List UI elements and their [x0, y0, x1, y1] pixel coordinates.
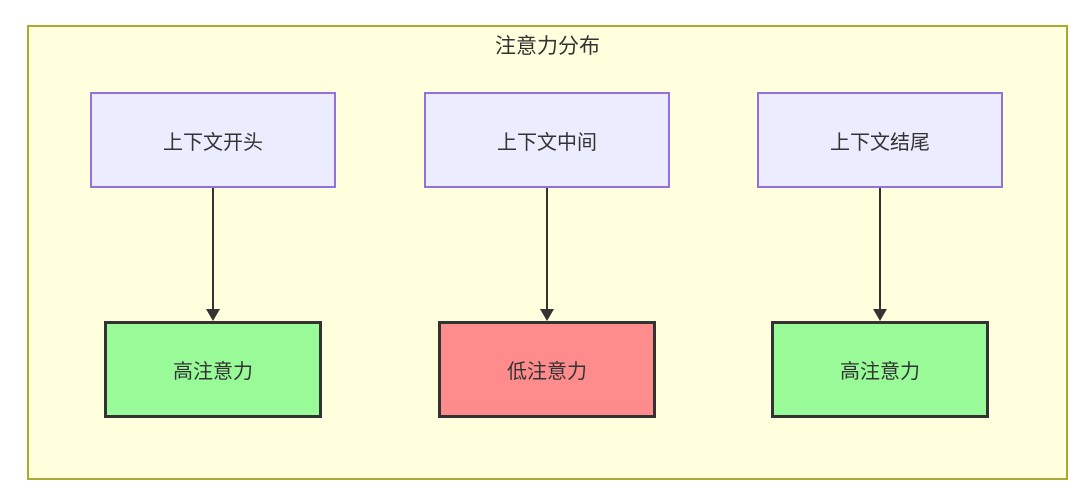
column-context-end: 上下文结尾 高注意力: [757, 92, 1003, 418]
node-context-middle-label: 上下文中间: [497, 131, 597, 154]
arrow-context-start: [206, 188, 220, 321]
node-context-start-label: 上下文开头: [163, 131, 263, 154]
node-high-attention-right: 高注意力: [771, 321, 989, 418]
arrow-head-icon: [540, 309, 554, 321]
column-context-middle: 上下文中间 低注意力: [424, 92, 670, 418]
node-context-start: 上下文开头: [90, 92, 336, 188]
node-low-attention: 低注意力: [438, 321, 656, 418]
node-low-attention-label: 低注意力: [507, 361, 587, 383]
arrow-line: [546, 188, 548, 309]
node-high-attention-left: 高注意力: [104, 321, 322, 418]
node-high-attention-right-label: 高注意力: [840, 361, 920, 383]
node-context-end: 上下文结尾: [757, 92, 1003, 188]
node-context-middle: 上下文中间: [424, 92, 670, 188]
node-context-end-label: 上下文结尾: [830, 131, 930, 154]
arrow-head-icon: [206, 309, 220, 321]
column-context-start: 上下文开头 高注意力: [90, 92, 336, 418]
node-high-attention-left-label: 高注意力: [173, 361, 253, 383]
arrow-head-icon: [873, 309, 887, 321]
arrow-context-end: [873, 188, 887, 321]
diagram-title: 注意力分布: [495, 35, 600, 58]
arrow-line: [879, 188, 881, 309]
arrow-context-middle: [540, 188, 554, 321]
arrow-line: [212, 188, 214, 309]
attention-distribution-frame: 注意力分布 上下文开头 高注意力 上下文中间 低注意力: [27, 25, 1068, 480]
